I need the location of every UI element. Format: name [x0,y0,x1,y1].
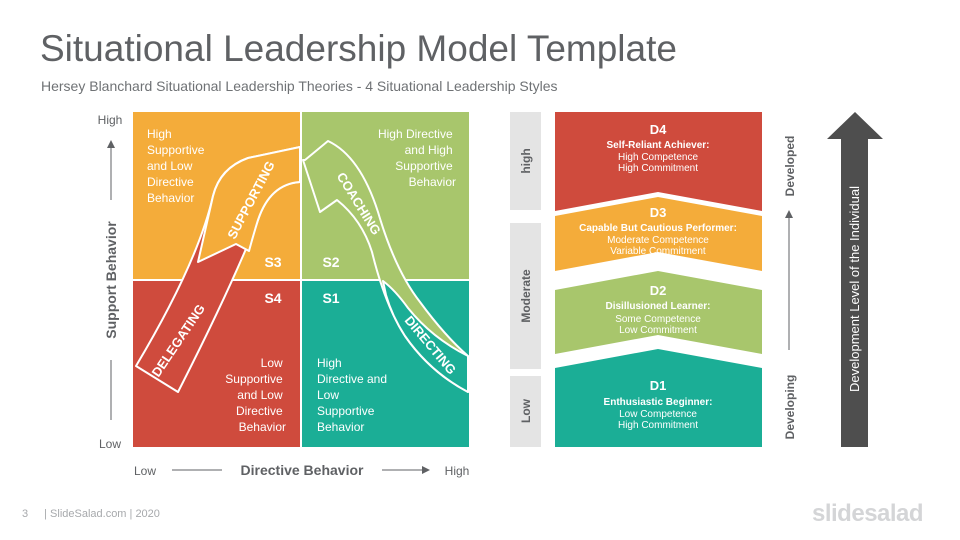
svg-text:D2: D2 [650,283,667,298]
development-axis-bottom: Developing [783,375,797,440]
level-d4: D4 Self-Reliant Achiever: High Competenc… [607,122,710,174]
slide-footer: 3 | SlideSalad.com | 2020 [22,508,160,520]
slide-title: Situational Leadership Model Template [40,28,677,69]
svg-text:High Competence: High Competence [618,152,698,163]
level-tag-moderate-label: Moderate [519,269,533,323]
svg-text:Low Competence: Low Competence [619,409,697,420]
svg-text:Capable But Cautious Performer: Capable But Cautious Performer: [579,223,737,234]
code-s3: S3 [264,254,281,270]
y-axis-label: Support Behavior [103,221,119,339]
code-s2: S2 [322,254,339,270]
code-s1: S1 [322,290,339,306]
svg-text:High Commitment: High Commitment [618,420,698,431]
development-stack: D4 Self-Reliant Achiever: High Competenc… [555,112,762,447]
level-d1: D1 Enthusiastic Beginner: Low Competence… [604,378,713,431]
development-axis-top: Developed [783,136,797,197]
svg-text:Variable Commitment: Variable Commitment [610,246,706,257]
level-tag-high-label: high [519,148,533,173]
x-axis: Low Directive Behavior High [134,462,469,478]
svg-text:D3: D3 [650,205,667,220]
code-s4: S4 [264,290,281,306]
development-axis: Developed Developing [783,136,797,440]
y-axis-high: High [98,113,123,127]
level-tag-low [510,376,541,447]
svg-text:D1: D1 [650,378,667,393]
big-up-arrow-label: Development Level of the Individual [847,186,862,392]
level-tag-high [510,112,541,210]
x-axis-label: Directive Behavior [241,462,364,478]
x-axis-low: Low [134,464,156,478]
supporting-band [197,146,301,263]
level-scale: high Moderate Low [510,112,541,447]
y-axis-low: Low [99,437,121,451]
big-up-arrow-shape [827,112,883,447]
footer-text: | SlideSalad.com | 2020 [44,508,160,520]
svg-text:D4: D4 [650,122,667,137]
svg-text:High Commitment: High Commitment [618,163,698,174]
brand-logo: slidesalad [812,500,924,527]
x-axis-high: High [445,464,470,478]
slide-subtitle: Hersey Blanchard Situational Leadership … [41,78,558,94]
quadrant-s1-text: High Directive and Low Supportive Behavi… [317,356,390,434]
big-up-arrow: Development Level of the Individual [827,112,883,447]
page-number: 3 [22,508,29,520]
level-d3: D3 Capable But Cautious Performer: Moder… [579,205,737,257]
svg-text:Some Competence: Some Competence [615,314,701,325]
leadership-matrix: High Supportive and Low Directive Behavi… [133,112,469,447]
directing-band [382,280,469,393]
level-tag-moderate [510,223,541,369]
svg-text:Moderate Competence: Moderate Competence [607,235,709,246]
svg-text:Self-Reliant Achiever:: Self-Reliant Achiever: [607,140,710,151]
level-d1-shape [555,349,762,447]
level-d4-shape [555,112,762,211]
svg-text:Low Commitment: Low Commitment [619,325,697,336]
quadrant-s4-text: Low Supportive and Low Directive Behavio… [225,356,286,434]
svg-text:Enthusiastic Beginner:: Enthusiastic Beginner: [604,397,713,408]
level-tag-low-label: Low [519,398,533,423]
quadrant-s3-text: High Supportive and Low Directive Behavi… [147,127,208,205]
svg-text:Disillusioned Learner:: Disillusioned Learner: [605,301,710,312]
level-d3-shape [555,197,762,271]
y-axis: High Support Behavior Low [98,113,123,451]
level-d2-shape [555,271,762,354]
quadrant-s2-text: High Directive and High Supportive Behav… [378,127,456,189]
level-d2: D2 Disillusioned Learner: Some Competenc… [605,283,710,336]
